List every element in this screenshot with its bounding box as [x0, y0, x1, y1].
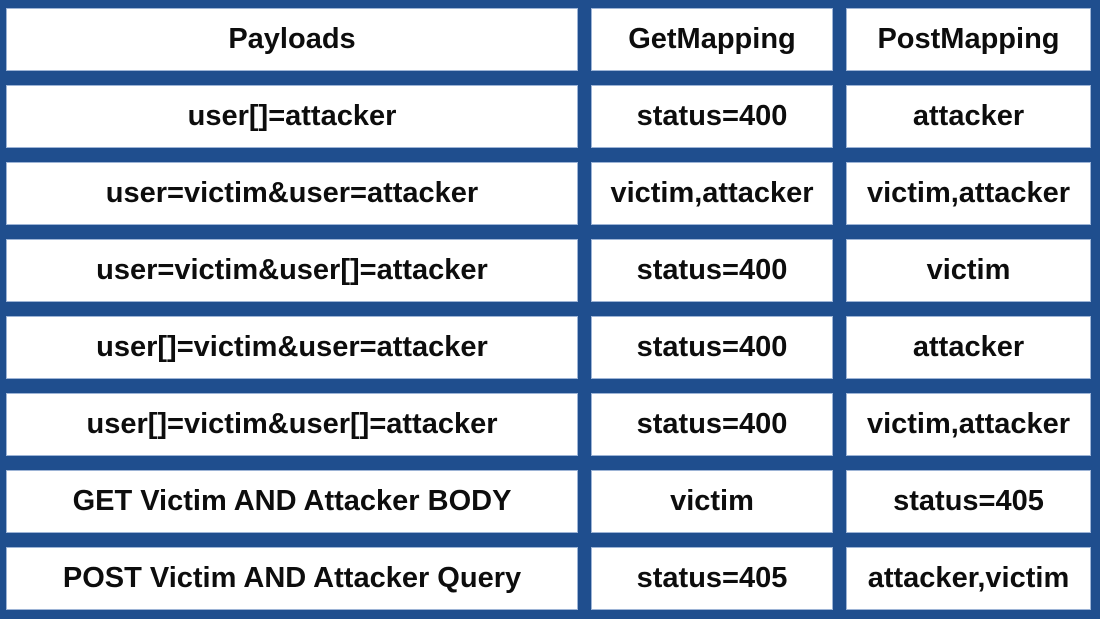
cell-row4-postmapping: attacker [846, 316, 1091, 379]
cell-row4-payload: user[]=victim&user=attacker [6, 316, 578, 379]
cell-row7-getmapping: status=405 [591, 547, 833, 610]
cell-row7-postmapping: attacker,victim [846, 547, 1091, 610]
cell-row1-getmapping: status=400 [591, 85, 833, 148]
cell-row5-postmapping: victim,attacker [846, 393, 1091, 456]
header-payloads: Payloads [6, 8, 578, 71]
cell-row3-getmapping: status=400 [591, 239, 833, 302]
cell-row1-postmapping: attacker [846, 85, 1091, 148]
cell-row5-getmapping: status=400 [591, 393, 833, 456]
cell-row4-getmapping: status=400 [591, 316, 833, 379]
cell-row7-payload: POST Victim AND Attacker Query [6, 547, 578, 610]
cell-row1-payload: user[]=attacker [6, 85, 578, 148]
cell-row6-postmapping: status=405 [846, 470, 1091, 533]
cell-row2-postmapping: victim,attacker [846, 162, 1091, 225]
header-postmapping: PostMapping [846, 8, 1091, 71]
cell-row3-payload: user=victim&user[]=attacker [6, 239, 578, 302]
cell-row6-payload: GET Victim AND Attacker BODY [6, 470, 578, 533]
cell-row6-getmapping: victim [591, 470, 833, 533]
cell-row2-getmapping: victim,attacker [591, 162, 833, 225]
header-getmapping: GetMapping [591, 8, 833, 71]
cell-row3-postmapping: victim [846, 239, 1091, 302]
cell-row2-payload: user=victim&user=attacker [6, 162, 578, 225]
cell-row5-payload: user[]=victim&user[]=attacker [6, 393, 578, 456]
